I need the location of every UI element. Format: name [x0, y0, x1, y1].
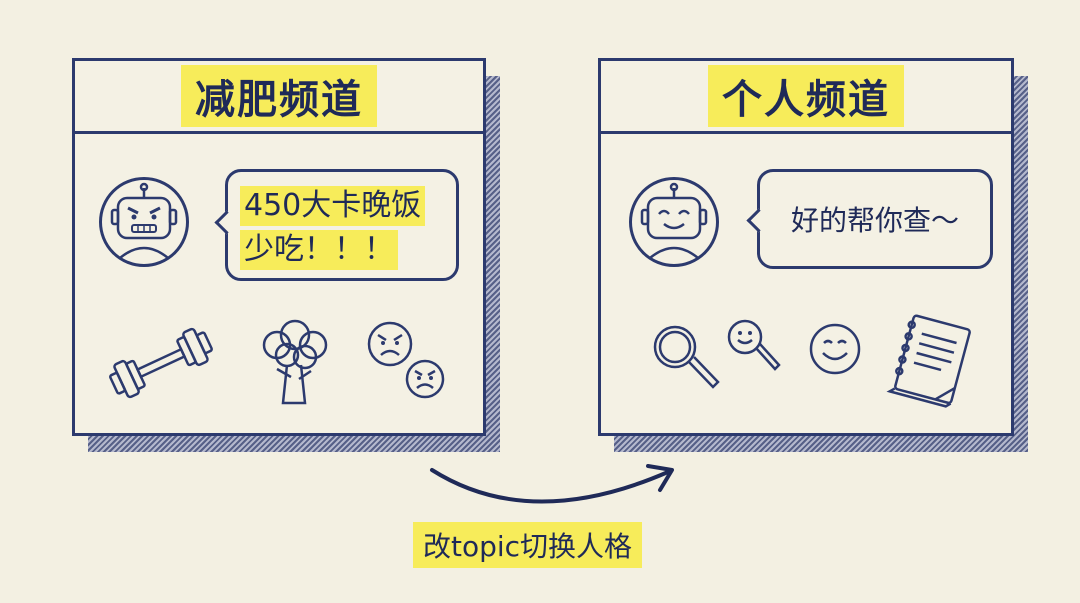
angry-robot-icon: [99, 177, 189, 267]
right-panel-header: 个人频道: [601, 61, 1011, 134]
angry-face-icon: [365, 319, 415, 373]
left-panel-title: 减肥频道: [181, 65, 377, 127]
smiling-robot-icon: [629, 177, 719, 267]
dumbbell-icon: [105, 323, 217, 407]
angry-face-icon-small: [403, 357, 447, 405]
right-bubble-tail: [746, 208, 771, 233]
left-chat-bubble: 450大卡晚饭 少吃！！！: [214, 169, 459, 281]
right-chat-bubble: 好的帮你查～: [746, 169, 993, 269]
right-message: 好的帮你查～: [790, 204, 959, 237]
right-panel: 个人频道 好的帮你查～: [598, 58, 1014, 436]
left-bubble-tail: [214, 210, 239, 235]
magnifier-icon: [645, 317, 725, 401]
smile-face-icon: [807, 321, 863, 381]
left-panel: 减肥频道 450大卡晚饭 少吃！！！: [72, 58, 486, 436]
notebook-icon: [883, 311, 979, 415]
smiling-magnifier-icon: [721, 315, 785, 383]
right-panel-title: 个人频道: [708, 65, 904, 127]
transition-arrow: [430, 464, 674, 504]
left-message-line1: 450大卡晚饭: [240, 186, 426, 226]
transition-caption: 改topic切换人格: [413, 522, 643, 568]
left-message-line2: 少吃！！！: [240, 230, 398, 270]
broccoli-icon: [247, 315, 343, 415]
left-panel-header: 减肥频道: [75, 61, 483, 134]
